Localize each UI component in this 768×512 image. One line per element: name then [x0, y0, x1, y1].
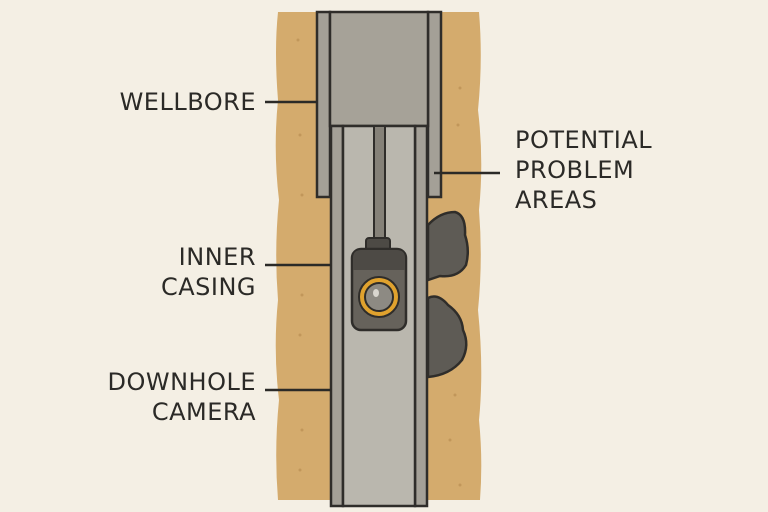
label-downhole-camera: DOWNHOLE CAMERA: [60, 367, 256, 427]
label-line: AREAS: [515, 186, 598, 214]
label-wellbore: WELLBORE: [119, 88, 256, 116]
label-inner-casing: INNER CASING: [60, 242, 256, 302]
earth-speckles: [296, 38, 462, 487]
label-line: INNER: [178, 243, 256, 271]
wellbore-upper-section: [328, 10, 430, 128]
problem-area-rock: [426, 295, 468, 379]
leader-lines: [265, 100, 500, 392]
label-potential-problem-areas: POTENTIAL PROBLEM AREAS: [515, 125, 652, 215]
label-line: POTENTIAL: [515, 126, 653, 154]
camera-cable: [373, 125, 386, 241]
label-line: DOWNHOLE: [107, 368, 256, 396]
problem-area-rock: [426, 210, 469, 282]
label-line: CAMERA: [151, 398, 256, 426]
label-line: CASING: [160, 273, 256, 301]
label-line: PROBLEM: [515, 156, 635, 184]
camera-lens: [364, 282, 394, 312]
downhole-camera: [350, 237, 408, 332]
